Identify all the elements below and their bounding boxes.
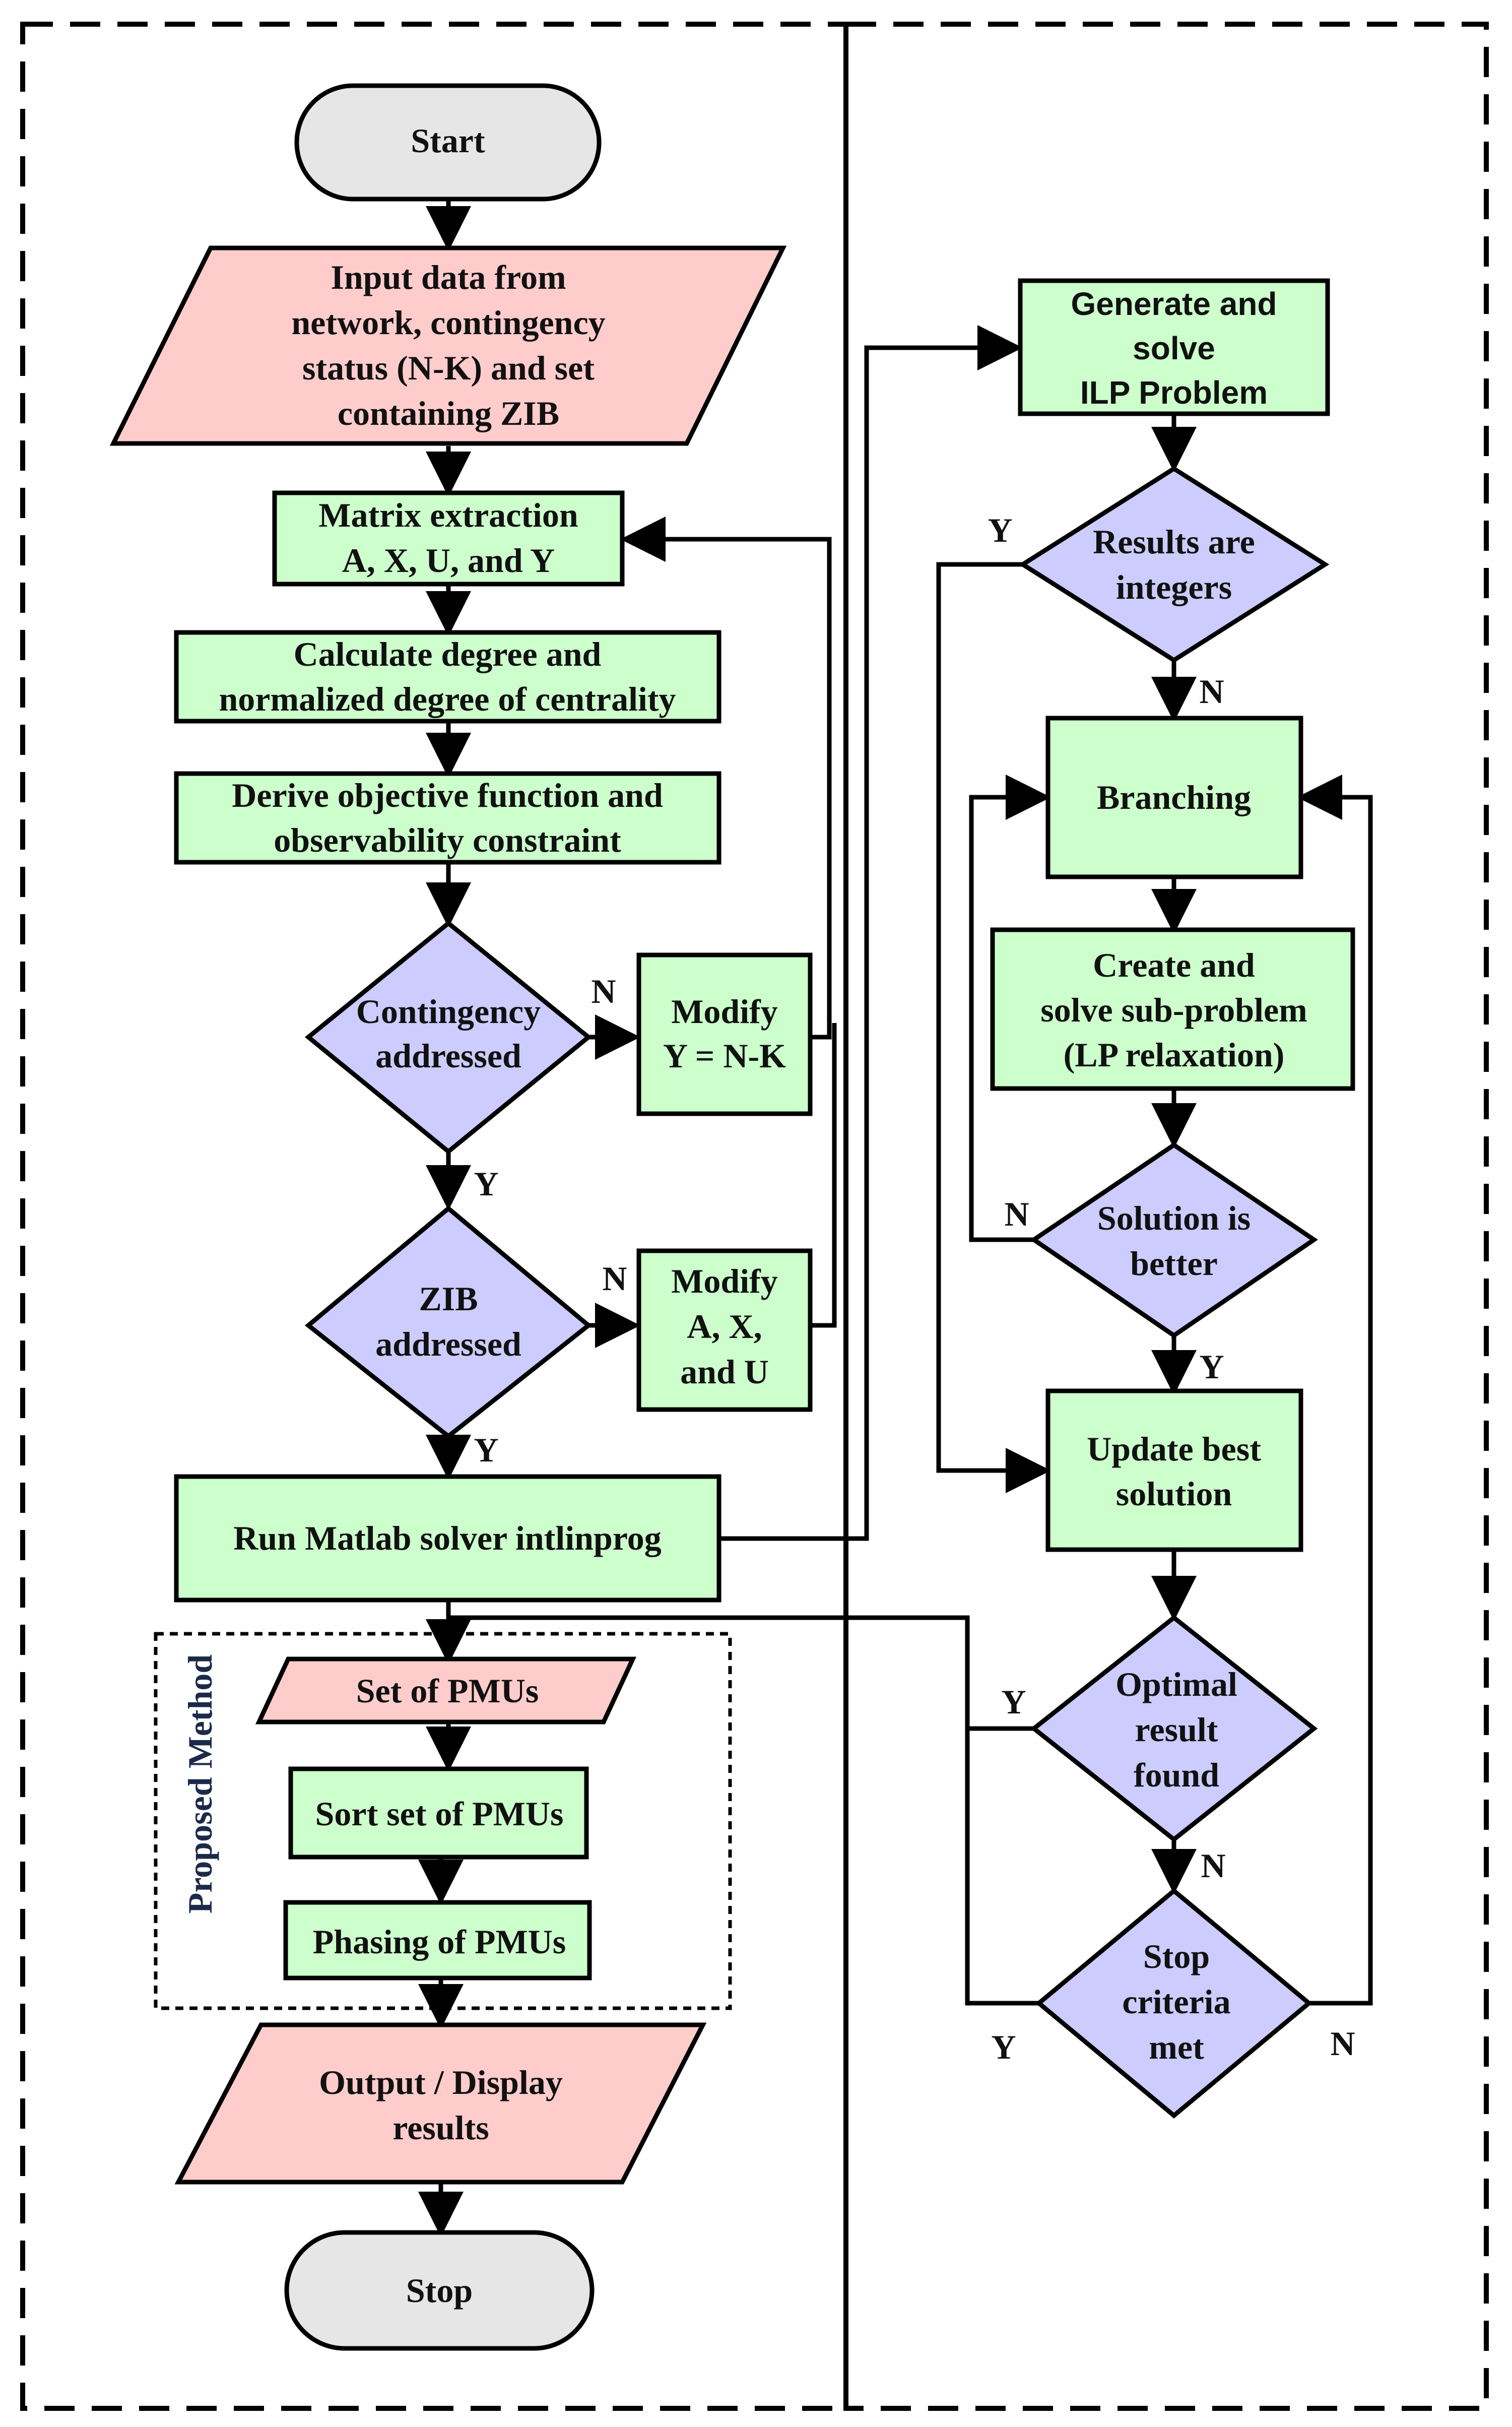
modify-axu-line-1: Modify bbox=[671, 1262, 778, 1300]
optimal-line-3: found bbox=[1134, 1756, 1219, 1794]
arrow-better-no-to-branching bbox=[969, 775, 1051, 1242]
create-line-2: solve sub-problem bbox=[1040, 991, 1307, 1029]
label-contingency-no: N bbox=[591, 972, 616, 1010]
generate-line-2: solve bbox=[1133, 330, 1215, 366]
create-line-3: (LP relaxation) bbox=[1064, 1036, 1285, 1074]
arrow-stopcriteria-no-to-branching bbox=[1297, 775, 1373, 2006]
contingency-decision bbox=[304, 920, 593, 1155]
run-solver-label: Run Matlab solver intlinprog bbox=[233, 1519, 662, 1557]
input-line-4: containing ZIB bbox=[338, 394, 559, 432]
zib-line-1: ZIB bbox=[419, 1280, 478, 1318]
shapes bbox=[109, 83, 1355, 2351]
input-line-2: network, contingency bbox=[291, 303, 605, 342]
input-data-parallelogram bbox=[109, 245, 787, 446]
matrix-line-1: Matrix extraction bbox=[318, 496, 578, 534]
modify-axu-box bbox=[636, 1248, 813, 1412]
create-subproblem-box bbox=[990, 927, 1355, 1091]
modify-axu-line-3: and U bbox=[680, 1353, 769, 1391]
contingency-line-1: Contingency bbox=[356, 992, 541, 1031]
label-contingency-yes: Y bbox=[474, 1165, 498, 1203]
modify-axu-line-2: A, X, bbox=[687, 1307, 762, 1346]
label-optimal-no: N bbox=[1201, 1846, 1225, 1885]
branching-label: Branching bbox=[1097, 778, 1251, 816]
arrow-solver-to-generate bbox=[719, 325, 1023, 1541]
sort-pmus-box bbox=[288, 1766, 589, 1860]
loop-modify-nk-to-matrix bbox=[620, 517, 832, 1040]
zib-decision bbox=[304, 1205, 593, 1439]
optimal-line-2: result bbox=[1135, 1710, 1218, 1749]
update-best-box bbox=[1045, 1388, 1303, 1552]
label-zib-no: N bbox=[602, 1259, 627, 1298]
update-line-1: Update best bbox=[1087, 1430, 1261, 1468]
stop-terminal bbox=[284, 2230, 595, 2351]
objective-line-2: observability constraint bbox=[274, 821, 621, 859]
integers-line-1: Results are bbox=[1093, 523, 1255, 561]
stopcrit-line-3: met bbox=[1149, 2028, 1204, 2066]
objective-function-box bbox=[174, 771, 721, 865]
output-line-1: Output / Display bbox=[319, 2063, 563, 2101]
output-line-2: results bbox=[392, 2109, 489, 2147]
modify-nk-line-2: Y = N-K bbox=[663, 1037, 786, 1075]
contingency-line-2: addressed bbox=[375, 1037, 521, 1075]
stopcrit-line-1: Stop bbox=[1143, 1937, 1210, 1975]
modify-nk-line-1: Modify bbox=[671, 992, 778, 1031]
start-terminal bbox=[294, 83, 602, 202]
sort-pmus-label: Sort set of PMUs bbox=[315, 1795, 564, 1833]
degree-line-2: normalized degree of centrality bbox=[219, 680, 676, 718]
set-of-pmus-parallelogram bbox=[255, 1656, 637, 1725]
phasing-pmus-label: Phasing of PMUs bbox=[313, 1923, 566, 1961]
zib-line-2: addressed bbox=[375, 1325, 521, 1363]
label-zib-yes: Y bbox=[474, 1431, 498, 1469]
run-solver-box bbox=[174, 1474, 721, 1603]
better-line-2: better bbox=[1130, 1244, 1218, 1283]
arrow-integers-yes-to-update bbox=[936, 562, 1051, 1493]
integers-decision bbox=[1018, 466, 1330, 663]
update-line-2: solution bbox=[1116, 1475, 1232, 1513]
link-solver-to-optimal-loop bbox=[448, 1615, 1040, 2006]
generate-line-3: ILP Problem bbox=[1080, 374, 1268, 411]
branching-box bbox=[1045, 716, 1303, 879]
stopcrit-line-2: criteria bbox=[1122, 1983, 1230, 2021]
right-panel-border bbox=[843, 22, 1489, 2411]
generate-line-1: Generate and bbox=[1071, 286, 1277, 322]
proposed-method-label: Proposed Method bbox=[181, 1654, 219, 1914]
matrix-extraction-box bbox=[272, 490, 625, 587]
label-better-yes: Y bbox=[1199, 1348, 1224, 1386]
output-parallelogram bbox=[174, 2022, 707, 2185]
generate-ilp-box bbox=[1018, 278, 1330, 416]
optimal-line-1: Optimal bbox=[1115, 1665, 1237, 1703]
integers-line-2: integers bbox=[1116, 568, 1232, 606]
phasing-pmus-box bbox=[283, 1900, 592, 1981]
degree-line-1: Calculate degree and bbox=[294, 635, 602, 673]
connectors bbox=[418, 199, 1373, 2237]
optimal-decision bbox=[1030, 1615, 1318, 1842]
label-integers-yes: Y bbox=[988, 511, 1012, 549]
label-optimal-yes: Y bbox=[1001, 1683, 1026, 1721]
label-integers-no: N bbox=[1199, 672, 1224, 711]
better-decision bbox=[1029, 1142, 1319, 1338]
labels: Start Stop Input data from network, cont… bbox=[219, 121, 1355, 2310]
label-better-no: N bbox=[1004, 1195, 1029, 1233]
input-line-1: Input data from bbox=[331, 258, 566, 296]
set-pmus-label: Set of PMUs bbox=[356, 1672, 539, 1710]
stop-criteria-decision bbox=[1035, 1888, 1313, 2119]
objective-line-1: Derive objective function and bbox=[232, 776, 663, 814]
better-line-1: Solution is bbox=[1097, 1199, 1251, 1237]
start-label: Start bbox=[411, 121, 485, 160]
label-stopcrit-yes: Y bbox=[991, 2028, 1016, 2066]
matrix-line-2: A, X, U, and Y bbox=[342, 541, 555, 580]
create-line-1: Create and bbox=[1093, 946, 1255, 984]
modify-nk-box bbox=[636, 952, 813, 1116]
input-line-3: status (N-K) and set bbox=[302, 349, 595, 387]
degree-centrality-box bbox=[174, 630, 721, 724]
stop-label: Stop bbox=[406, 2271, 473, 2310]
loop-modify-axu-to-matrix bbox=[810, 1023, 837, 1328]
label-stopcrit-no: N bbox=[1330, 2024, 1355, 2063]
